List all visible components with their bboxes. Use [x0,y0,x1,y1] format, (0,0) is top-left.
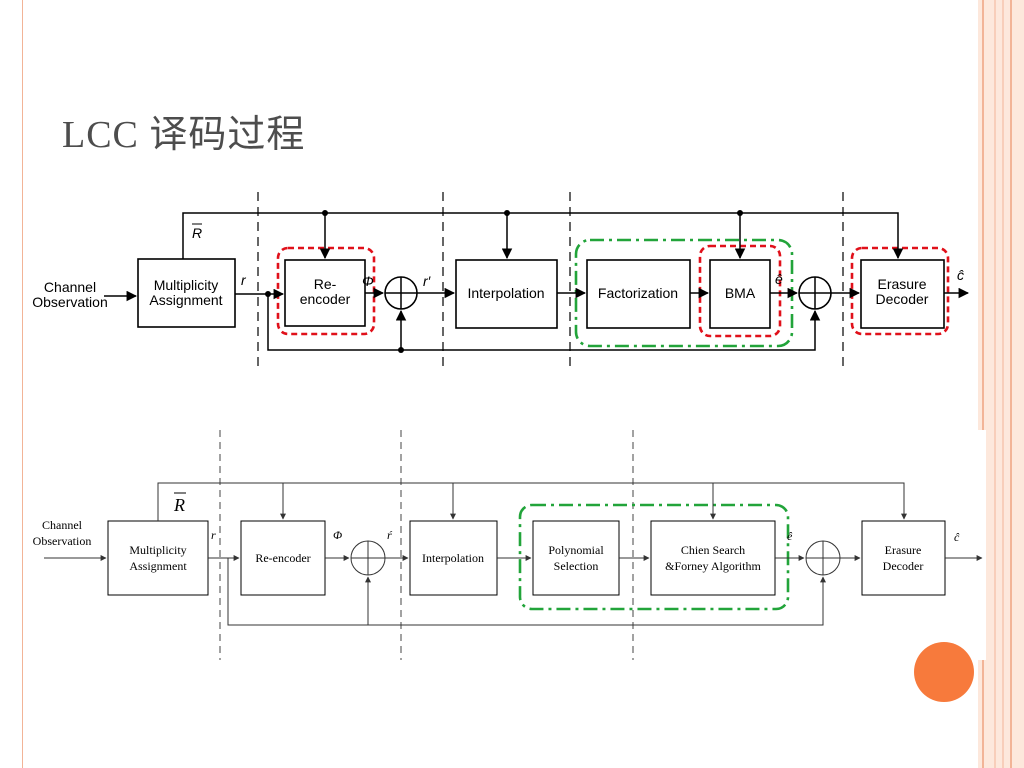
interpolation-box [409,520,498,596]
multiplicity-assignment-box [107,520,209,596]
factorization-box [586,259,691,329]
symbol-r: r [211,528,216,542]
channel-label: Channel [42,518,83,532]
decoder-label: Decoder [883,559,924,573]
reencoder-label-2: encoder [300,291,351,307]
chien-search-label: Chien Search [681,543,745,557]
reencoder-label: Re-encoder [255,551,310,565]
right-border-gap [978,430,986,660]
factorization-label: Factorization [598,285,678,301]
polynomial-label: Polynomial [548,543,604,557]
slide-left-border [0,0,23,768]
multiplicity-label: Multiplicity [129,543,186,557]
symbol-e-hat: ê [787,529,793,543]
slide-title: LCC 译码过程 [62,114,306,156]
decoder-label: Decoder [876,291,929,307]
erasure-decoder-box [861,520,946,596]
selection-chien-highlight [518,503,790,611]
assignment-label: Assignment [129,559,187,573]
bma-box [709,259,771,329]
symbol-c-hat: ĉ [954,530,960,544]
forney-label: &Forney Algorithm [665,559,761,573]
interpolation-label: Interpolation [467,285,544,301]
reencoder-label: Re- [314,276,337,292]
polynomial-selection-box [532,520,620,596]
r-bar-bus [182,212,904,260]
interpolation-label: Interpolation [422,551,484,565]
orange-circle-accent [914,642,974,702]
symbol-e-hat: ê [775,271,783,287]
reencoder-box [240,520,326,596]
symbol-R: R [173,495,185,515]
symbol-c-hat: ĉ [957,267,964,283]
erasure-decoder-box [860,259,945,329]
interpolation-box [455,259,558,329]
symbol-phi: Φ [333,528,342,542]
multiplicity-assignment-box [137,258,236,328]
erasure-label: Erasure [885,543,922,557]
selection-label: Selection [554,559,599,573]
symbol-r-prime: r′ [423,273,432,289]
observation-label: Observation [33,534,92,548]
chien-forney-box [650,520,776,596]
channel-label: Channel [44,279,96,295]
multiplicity-label: Multiplicity [154,277,219,293]
erasure-highlight [850,246,950,336]
assignment-label: Assignment [149,292,222,308]
symbol-R: R [192,225,202,241]
bma-label: BMA [725,285,756,301]
symbol-phi: Φ [362,273,374,289]
symbol-r-prime: ŕ [387,528,393,542]
erasure-label: Erasure [877,276,926,292]
symbol-r: r [241,272,247,288]
observation-label: Observation [32,294,107,310]
